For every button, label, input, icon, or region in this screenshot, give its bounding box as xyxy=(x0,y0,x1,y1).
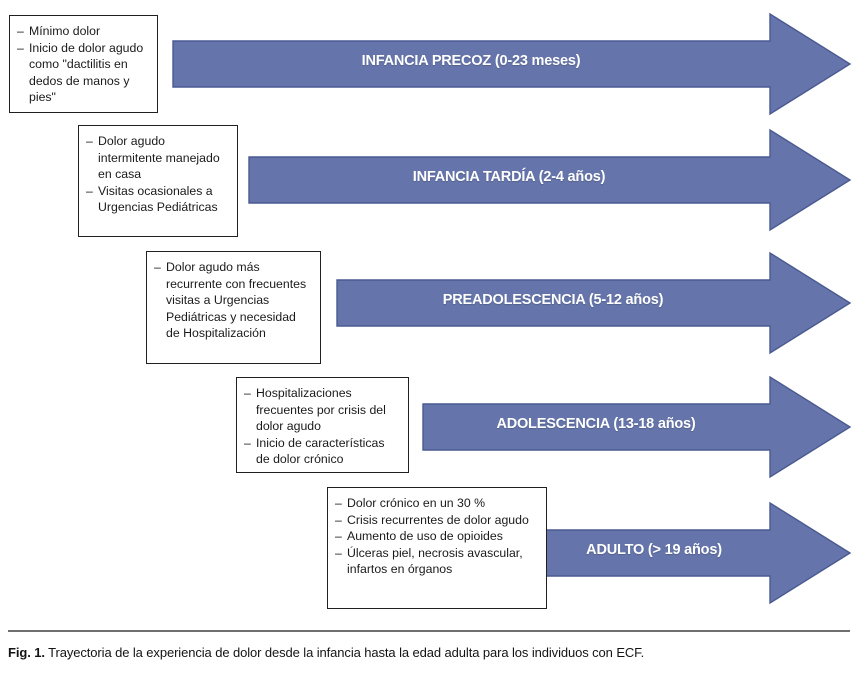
note-box-5: Dolor crónico en un 30 % Crisis recurren… xyxy=(327,487,547,609)
note-list-2: Dolor agudo intermitente manejado en cas… xyxy=(86,133,229,216)
caption-divider xyxy=(8,630,850,632)
arrow-shape-1 xyxy=(172,12,852,116)
stage-arrow-4: ADOLESCENCIA (13-18 años) xyxy=(422,375,852,479)
note-box-3: Dolor agudo más recurrente con frecuente… xyxy=(146,251,321,364)
caption-label: Fig. 1. xyxy=(8,644,45,660)
note-list-4: Hospitalizaciones frecuentes por crisis … xyxy=(244,385,400,468)
arrow-shape-2 xyxy=(248,128,852,232)
stage-arrow-label-3: PREADOLESCENCIA (5-12 años) xyxy=(442,292,664,308)
stage-arrow-label-4: ADOLESCENCIA (13-18 años) xyxy=(496,416,696,432)
caption-area: Fig. 1. Trayectoria de la experiencia de… xyxy=(0,630,858,662)
note-box-4: Hospitalizaciones frecuentes por crisis … xyxy=(236,377,409,473)
note-item: Dolor crónico en un 30 % xyxy=(335,495,538,512)
note-item: Hospitalizaciones frecuentes por crisis … xyxy=(244,385,400,435)
arrow-shape-4 xyxy=(422,375,852,479)
stage-arrow-1: INFANCIA PRECOZ (0-23 meses) xyxy=(172,12,852,116)
stage-arrow-2: INFANCIA TARDÍA (2-4 años) xyxy=(248,128,852,232)
note-item: Crisis recurrentes de dolor agudo xyxy=(335,512,538,529)
note-item: Visitas ocasionales a Urgencias Pediátri… xyxy=(86,183,229,216)
stage-arrow-label-1: INFANCIA PRECOZ (0-23 meses) xyxy=(361,53,581,69)
stage-arrow-label-2: INFANCIA TARDÍA (2-4 años) xyxy=(412,169,606,185)
figure-caption: Fig. 1. Trayectoria de la experiencia de… xyxy=(0,632,858,662)
caption-body: Trayectoria de la experiencia de dolor d… xyxy=(48,644,645,660)
figure-canvas: INFANCIA PRECOZ (0-23 meses) INFANCIA TA… xyxy=(0,0,858,625)
note-item: Mínimo dolor xyxy=(17,23,149,40)
note-item: Dolor agudo más recurrente con frecuente… xyxy=(154,259,312,342)
arrow-shape-3 xyxy=(336,251,852,355)
note-item: Úlceras piel, necrosis avascular, infart… xyxy=(335,545,538,578)
note-list-3: Dolor agudo más recurrente con frecuente… xyxy=(154,259,312,342)
stage-arrow-3: PREADOLESCENCIA (5-12 años) xyxy=(336,251,852,355)
note-item: Inicio de características de dolor cróni… xyxy=(244,435,400,468)
stage-arrow-5: ADULTO (> 19 años) xyxy=(538,501,852,605)
note-list-5: Dolor crónico en un 30 % Crisis recurren… xyxy=(335,495,538,578)
note-box-2: Dolor agudo intermitente manejado en cas… xyxy=(78,125,238,237)
note-item: Aumento de uso de opioides xyxy=(335,528,538,545)
note-box-1: Mínimo dolor Inicio de dolor agudo como … xyxy=(9,15,158,113)
arrow-shape-5 xyxy=(538,501,852,605)
note-item: Dolor agudo intermitente manejado en cas… xyxy=(86,133,229,183)
stage-arrow-label-5: ADULTO (> 19 años) xyxy=(586,542,722,558)
note-item: Inicio de dolor agudo como "dactilitis e… xyxy=(17,40,149,106)
note-list-1: Mínimo dolor Inicio de dolor agudo como … xyxy=(17,23,149,106)
